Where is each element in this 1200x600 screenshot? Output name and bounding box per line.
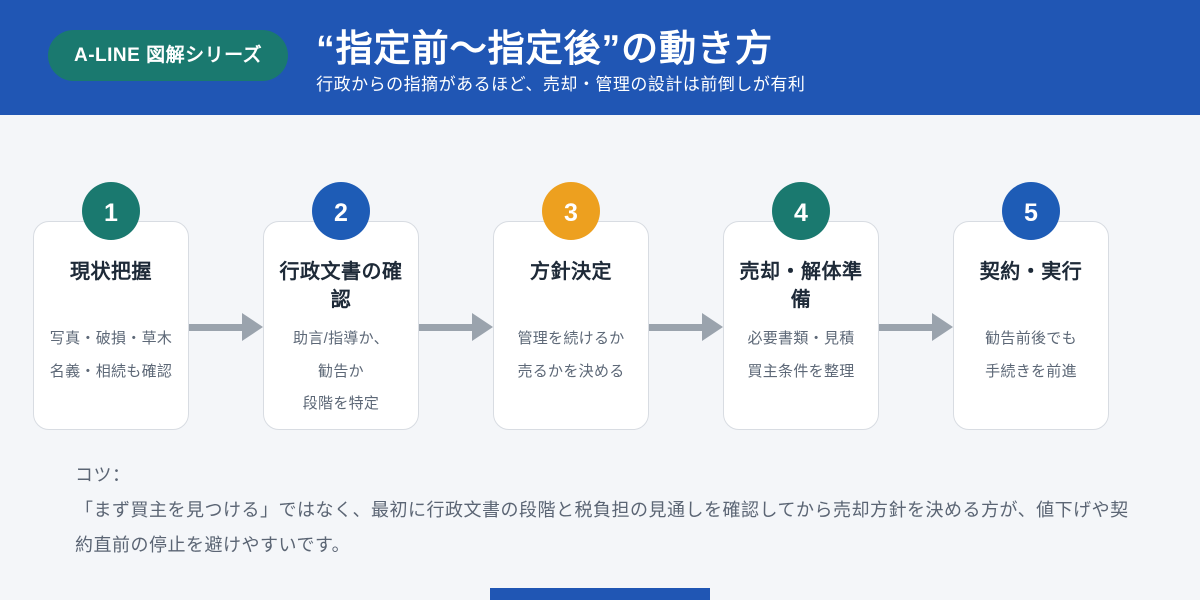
series-badge: A-LINE 図解シリーズ — [48, 30, 289, 81]
step-4-line-1: 必要書類・見積 — [747, 330, 855, 347]
step-1: 1 現状把握 写真・破損・草木 名義・相続も確認 — [33, 182, 189, 430]
step-4: 4 売却・解体準備 必要書類・見積 買主条件を整理 — [723, 182, 879, 430]
process-flow: 1 現状把握 写真・破損・草木 名義・相続も確認 2 行政文書の確認 — [0, 115, 1200, 430]
step-2-card: 行政文書の確認 助言/指導か、 勧告か 段階を特定 — [263, 221, 419, 430]
page-subtitle: 行政からの指摘があるほど、売却・管理の設計は前倒しが有利 — [316, 75, 806, 95]
step-5-description: 勧告前後でも 手続きを前進 — [964, 323, 1098, 388]
step-3-number-badge: 3 — [542, 182, 600, 240]
arrow-shaft — [649, 323, 702, 331]
step-4-line-2: 買主条件を整理 — [747, 362, 855, 380]
step-5: 5 契約・実行 勧告前後でも 手続きを前進 — [953, 182, 1109, 430]
arrow-shaft — [189, 323, 242, 331]
step-5-number-badge: 5 — [1002, 182, 1060, 240]
footer-accent-bar — [490, 588, 710, 600]
arrow-head — [702, 313, 723, 341]
arrow-head — [932, 313, 953, 341]
step-1-line-2: 名義・相続も確認 — [49, 362, 173, 380]
flow-section: 1 現状把握 写真・破損・草木 名義・相続も確認 2 行政文書の確認 — [0, 115, 1200, 563]
arrow-shaft — [419, 323, 472, 331]
header-band: A-LINE 図解シリーズ “指定前〜指定後”の動き方 行政からの指摘があるほど… — [0, 0, 1200, 115]
arrow-right-icon — [189, 313, 263, 341]
step-2-line-2: 勧告か — [318, 362, 364, 380]
step-2-title: 行政文書の確認 — [279, 261, 403, 311]
arrow-head — [472, 313, 493, 341]
step-3-line-1: 管理を続けるか — [517, 330, 625, 347]
step-3-title: 方針決定 — [530, 261, 612, 283]
step-4-description: 必要書類・見積 買主条件を整理 — [734, 323, 868, 388]
step-2-line-3: 段階を特定 — [302, 395, 380, 413]
step-1-number-badge: 1 — [82, 182, 140, 240]
tip-label: コツ： — [75, 465, 131, 485]
arrow-right-icon — [879, 313, 953, 341]
step-1-title: 現状把握 — [70, 261, 152, 283]
page-title: “指定前〜指定後”の動き方 — [316, 28, 774, 69]
step-3-line-2: 売るかを決める — [517, 362, 625, 380]
step-1-card: 現状把握 写真・破損・草木 名義・相続も確認 — [33, 221, 189, 430]
step-3-description: 管理を続けるか 売るかを決める — [504, 323, 638, 388]
step-5-line-2: 手続きを前進 — [985, 362, 1077, 380]
step-5-line-1: 勧告前後でも — [985, 330, 1077, 347]
step-3-card: 方針決定 管理を続けるか 売るかを決める — [493, 221, 649, 430]
step-2-number-badge: 2 — [312, 182, 370, 240]
step-1-description: 写真・破損・草木 名義・相続も確認 — [44, 323, 178, 388]
arrow-shaft — [879, 323, 932, 331]
arrow-right-icon — [419, 313, 493, 341]
step-5-title: 契約・実行 — [979, 261, 1083, 283]
step-3: 3 方針決定 管理を続けるか 売るかを決める — [493, 182, 649, 430]
arrow-head — [242, 313, 263, 341]
tip-note: コツ： 「まず買主を見つける」ではなく、最初に行政文書の段階と税負担の見通しを確… — [75, 458, 1135, 563]
step-4-number-badge: 4 — [772, 182, 830, 240]
arrow-right-icon — [649, 313, 723, 341]
step-1-line-1: 写真・破損・草木 — [49, 330, 173, 347]
step-4-card: 売却・解体準備 必要書類・見積 買主条件を整理 — [723, 221, 879, 430]
header-titles: “指定前〜指定後”の動き方 行政からの指摘があるほど、売却・管理の設計は前倒しが… — [316, 26, 805, 96]
step-2-description: 助言/指導か、 勧告か 段階を特定 — [274, 323, 408, 421]
step-2: 2 行政文書の確認 助言/指導か、 勧告か 段階を特定 — [263, 182, 419, 430]
step-5-card: 契約・実行 勧告前後でも 手続きを前進 — [953, 221, 1109, 430]
step-2-line-1: 助言/指導か、 — [293, 330, 389, 347]
tip-text: 「まず買主を見つける」ではなく、最初に行政文書の段階と税負担の見通しを確認してか… — [75, 500, 1129, 556]
step-4-title: 売却・解体準備 — [739, 261, 863, 311]
